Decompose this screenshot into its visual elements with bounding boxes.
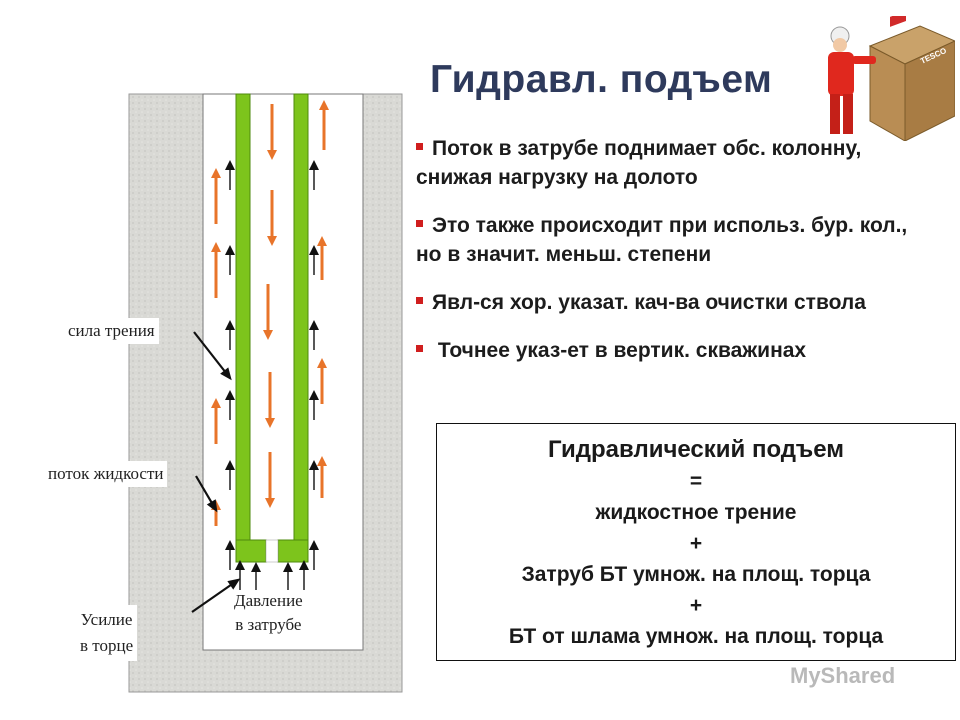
flow-down-arrow-head — [265, 418, 275, 428]
bullet-square-icon — [416, 296, 423, 304]
friction-arrow-head — [309, 160, 319, 170]
bullet-item: Это также происходит при использ. бур. к… — [416, 214, 908, 266]
formula-line: + — [689, 594, 703, 617]
pressure-arrow-head — [251, 562, 261, 572]
bullet-list: Поток в затрубе поднимает обс. колонну, … — [416, 134, 936, 384]
label-end-force: Усилие в торце — [76, 605, 138, 661]
label-friction-force: сила трения — [64, 318, 159, 344]
pointer-flow-head — [206, 499, 218, 513]
flow-up-arrow-head — [211, 398, 221, 408]
label-end-force-line2: в торце — [80, 636, 134, 655]
friction-arrow-head — [225, 460, 235, 470]
flow-up-arrow-head — [317, 456, 327, 466]
flow-up-arrow-head — [319, 100, 329, 110]
flow-up-arrow-head — [317, 236, 327, 246]
pointer-end-force-head — [227, 578, 241, 590]
friction-arrow-head — [225, 160, 235, 170]
flow-down-arrow-head — [265, 498, 275, 508]
pressure-arrow-head — [299, 560, 309, 570]
bullet-item: Точнее указ-ет в вертик. скважинах — [416, 336, 936, 365]
label-annulus-pressure: Давление в затрубе — [230, 587, 307, 639]
friction-arrow-head — [225, 320, 235, 330]
formula-box: Гидравлический подъем = жидкостное трени… — [436, 423, 956, 661]
bullet-square-icon — [416, 142, 423, 150]
flow-down-arrow-head — [267, 150, 277, 160]
pipe-bit-nozzle — [265, 539, 279, 563]
label-annulus-pressure-line1: Давление — [234, 591, 303, 610]
pipe-bottom-right — [277, 539, 309, 563]
friction-arrow-head — [309, 540, 319, 550]
formula-title: Гидравлический подъем — [548, 436, 844, 463]
formula-line: БТ от шлама умнож. на площ. торца — [508, 625, 884, 648]
bullet-square-icon — [416, 344, 423, 352]
friction-arrow-head — [309, 320, 319, 330]
pressure-arrow-head — [235, 560, 245, 570]
label-fluid-flow: поток жидкости — [44, 461, 168, 487]
bullet-item: Поток в затрубе поднимает обс. колонну, … — [416, 137, 862, 189]
bullet-square-icon — [416, 219, 423, 227]
friction-arrow-head — [309, 390, 319, 400]
page-title: Гидравл. подъем — [430, 58, 773, 101]
pipe-right-wall — [293, 93, 309, 563]
label-annulus-pressure-line2: в затрубе — [235, 615, 302, 634]
friction-arrow-head — [309, 460, 319, 470]
label-end-force-line1: Усилие — [80, 610, 133, 629]
tesco-logo: TESCO — [810, 0, 957, 142]
flow-up-arrow-head — [211, 168, 221, 178]
friction-arrow-head — [225, 390, 235, 400]
bullet-item: Явл-ся хор. указат. кач-ва очистки ствол… — [416, 288, 936, 317]
flow-down-arrow-head — [267, 236, 277, 246]
pipe-bottom-left — [235, 539, 267, 563]
watermark: MyShared — [790, 663, 896, 688]
pipe-left-wall — [235, 93, 251, 563]
pointer-friction — [193, 331, 231, 379]
formula-line: Затруб БТ умнож. на площ. торца — [521, 563, 871, 586]
tesco-crate-worker-icon: TESCO — [828, 0, 957, 142]
flow-up-arrow-head — [211, 242, 221, 252]
pressure-arrow-head — [283, 562, 293, 572]
pointer-friction-head — [220, 367, 232, 381]
friction-arrow-head — [225, 540, 235, 550]
flow-down-arrow-head — [263, 330, 273, 340]
formula-line: жидкостное трение — [595, 501, 797, 524]
formula-line: + — [689, 532, 703, 555]
friction-arrow-head — [309, 245, 319, 255]
friction-arrow-head — [225, 245, 235, 255]
formula-line: = — [689, 470, 703, 493]
flow-up-arrow-head — [317, 358, 327, 368]
